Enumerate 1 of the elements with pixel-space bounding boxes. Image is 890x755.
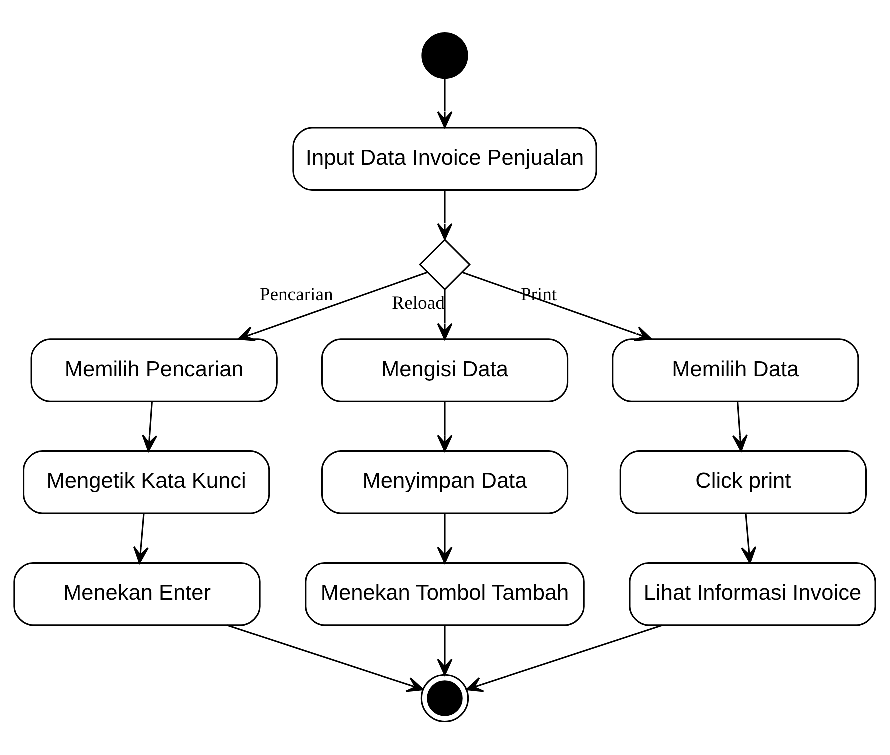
edge-label: Pencarian bbox=[260, 284, 334, 306]
